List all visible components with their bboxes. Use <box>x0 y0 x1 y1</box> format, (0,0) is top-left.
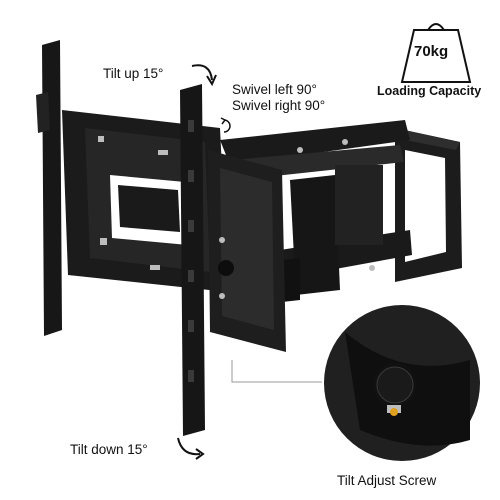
swivel-left-label: Swivel left 90° <box>232 82 317 97</box>
tilt-adjust-screw-zoom <box>324 305 480 461</box>
right-vertical-rail <box>180 84 205 436</box>
tilt-up-label: Tilt up 15° <box>103 66 164 81</box>
loading-capacity-label: Loading Capacity <box>377 84 482 98</box>
callout-line <box>231 360 322 383</box>
wall-plate <box>395 128 462 282</box>
tilt-adjust-screw-label: Tilt Adjust Screw <box>337 473 437 488</box>
curved-arrow-down-icon <box>191 64 213 81</box>
weight-value: 70kg <box>414 43 449 60</box>
swivel-arms <box>220 120 412 302</box>
front-arm-bracket <box>208 150 286 352</box>
rotate-icon <box>220 117 231 133</box>
tilt-down-label: Tilt down 15° <box>70 442 148 457</box>
curved-arrow-up-icon <box>177 437 201 456</box>
left-vertical-rail <box>36 40 62 336</box>
weight-icon <box>400 23 472 83</box>
swivel-right-label: Swivel right 90° <box>232 98 326 113</box>
